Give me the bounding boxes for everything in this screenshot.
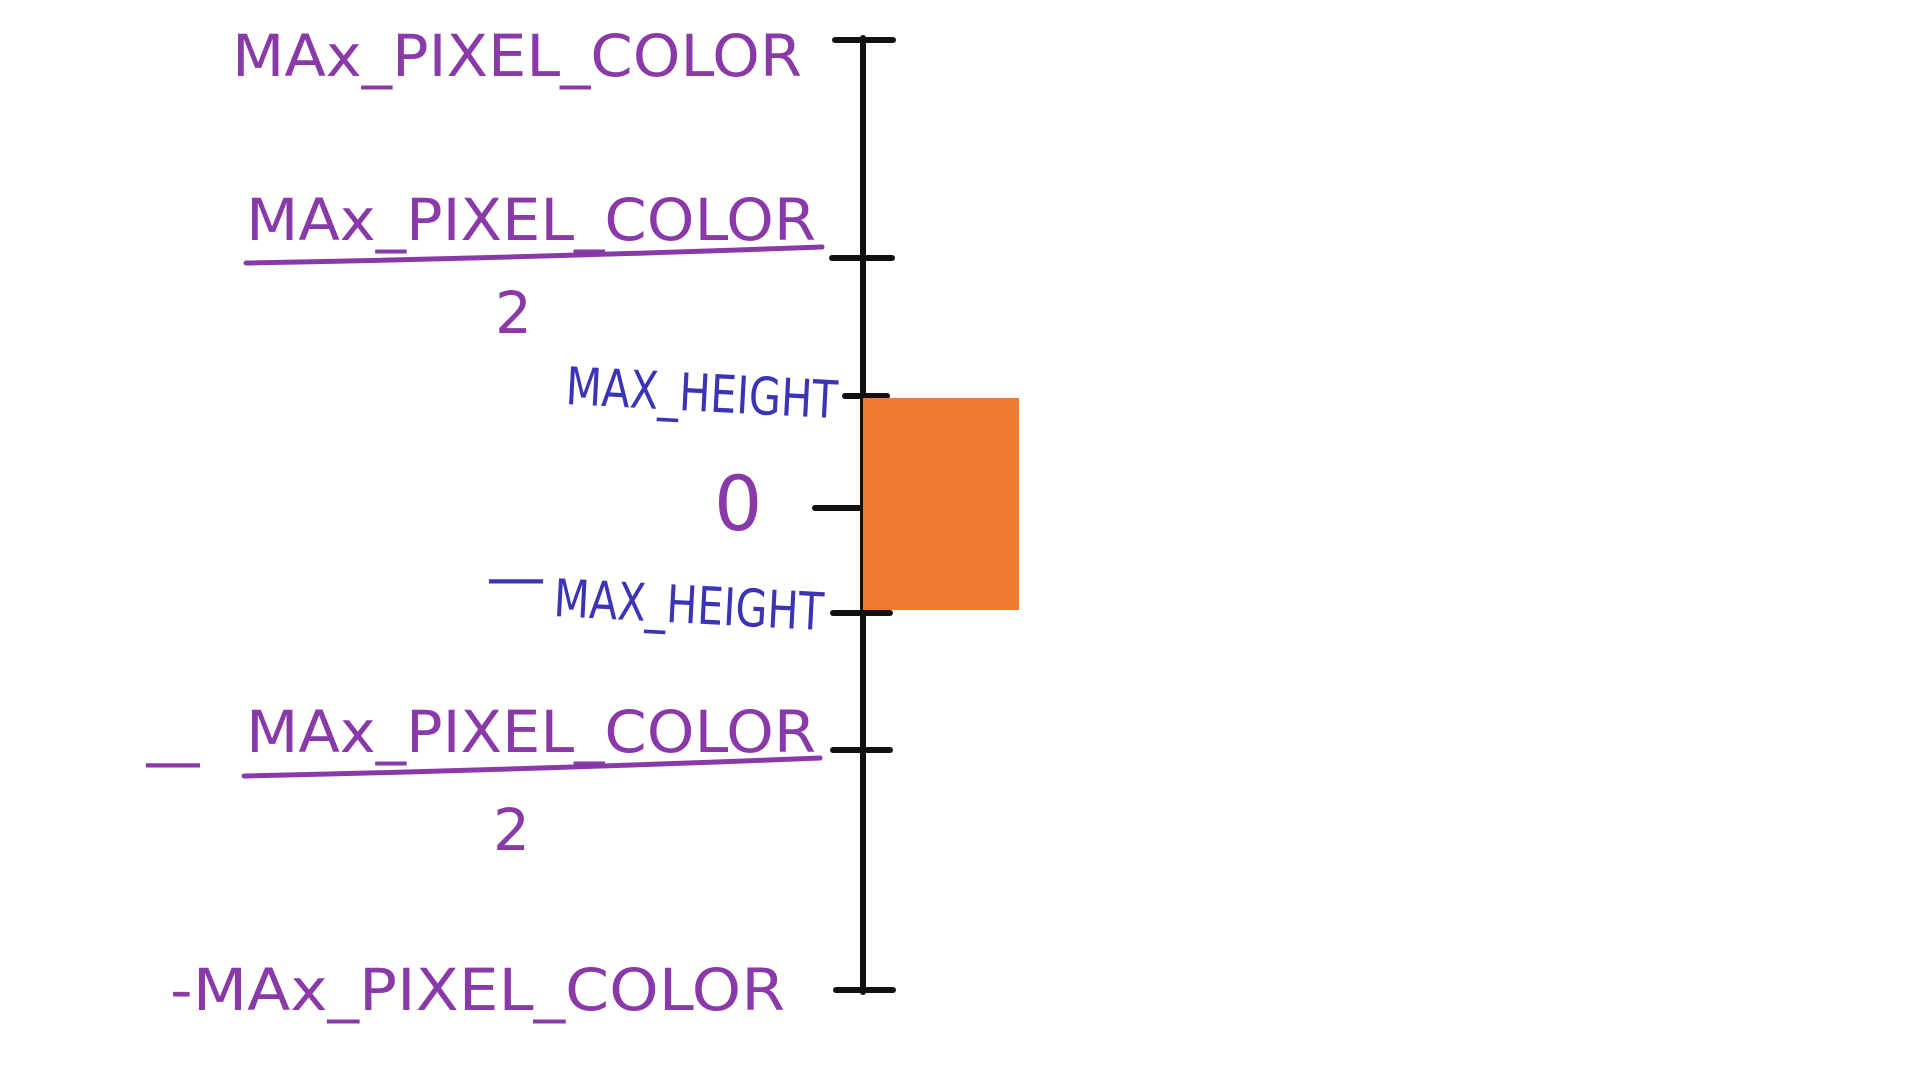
label-half-bottom-numerator: MAx_PIXEL_COLOR <box>246 698 816 766</box>
label-half-top-numerator: MAx_PIXEL_COLOR <box>246 186 816 254</box>
label-neg-max-pixel-color: -MAx_PIXEL_COLOR <box>170 956 785 1024</box>
label-neg-max-height: MAX_HEIGHT <box>552 569 825 643</box>
label-max-height: MAX_HEIGHT <box>564 357 839 431</box>
label-half-bottom-denominator: 2 <box>493 796 530 864</box>
label-half-top-denominator: 2 <box>495 279 532 347</box>
label-zero: 0 <box>714 459 762 548</box>
label-max-pixel-color: MAx_PIXEL_COLOR <box>232 22 802 90</box>
fraction-bar-bottom <box>241 755 823 779</box>
label-neg-max-height-sign: — <box>486 543 546 613</box>
fraction-bar-top <box>243 244 825 266</box>
label-half-bottom-sign: — <box>143 727 203 797</box>
orange-bar <box>863 398 1019 610</box>
